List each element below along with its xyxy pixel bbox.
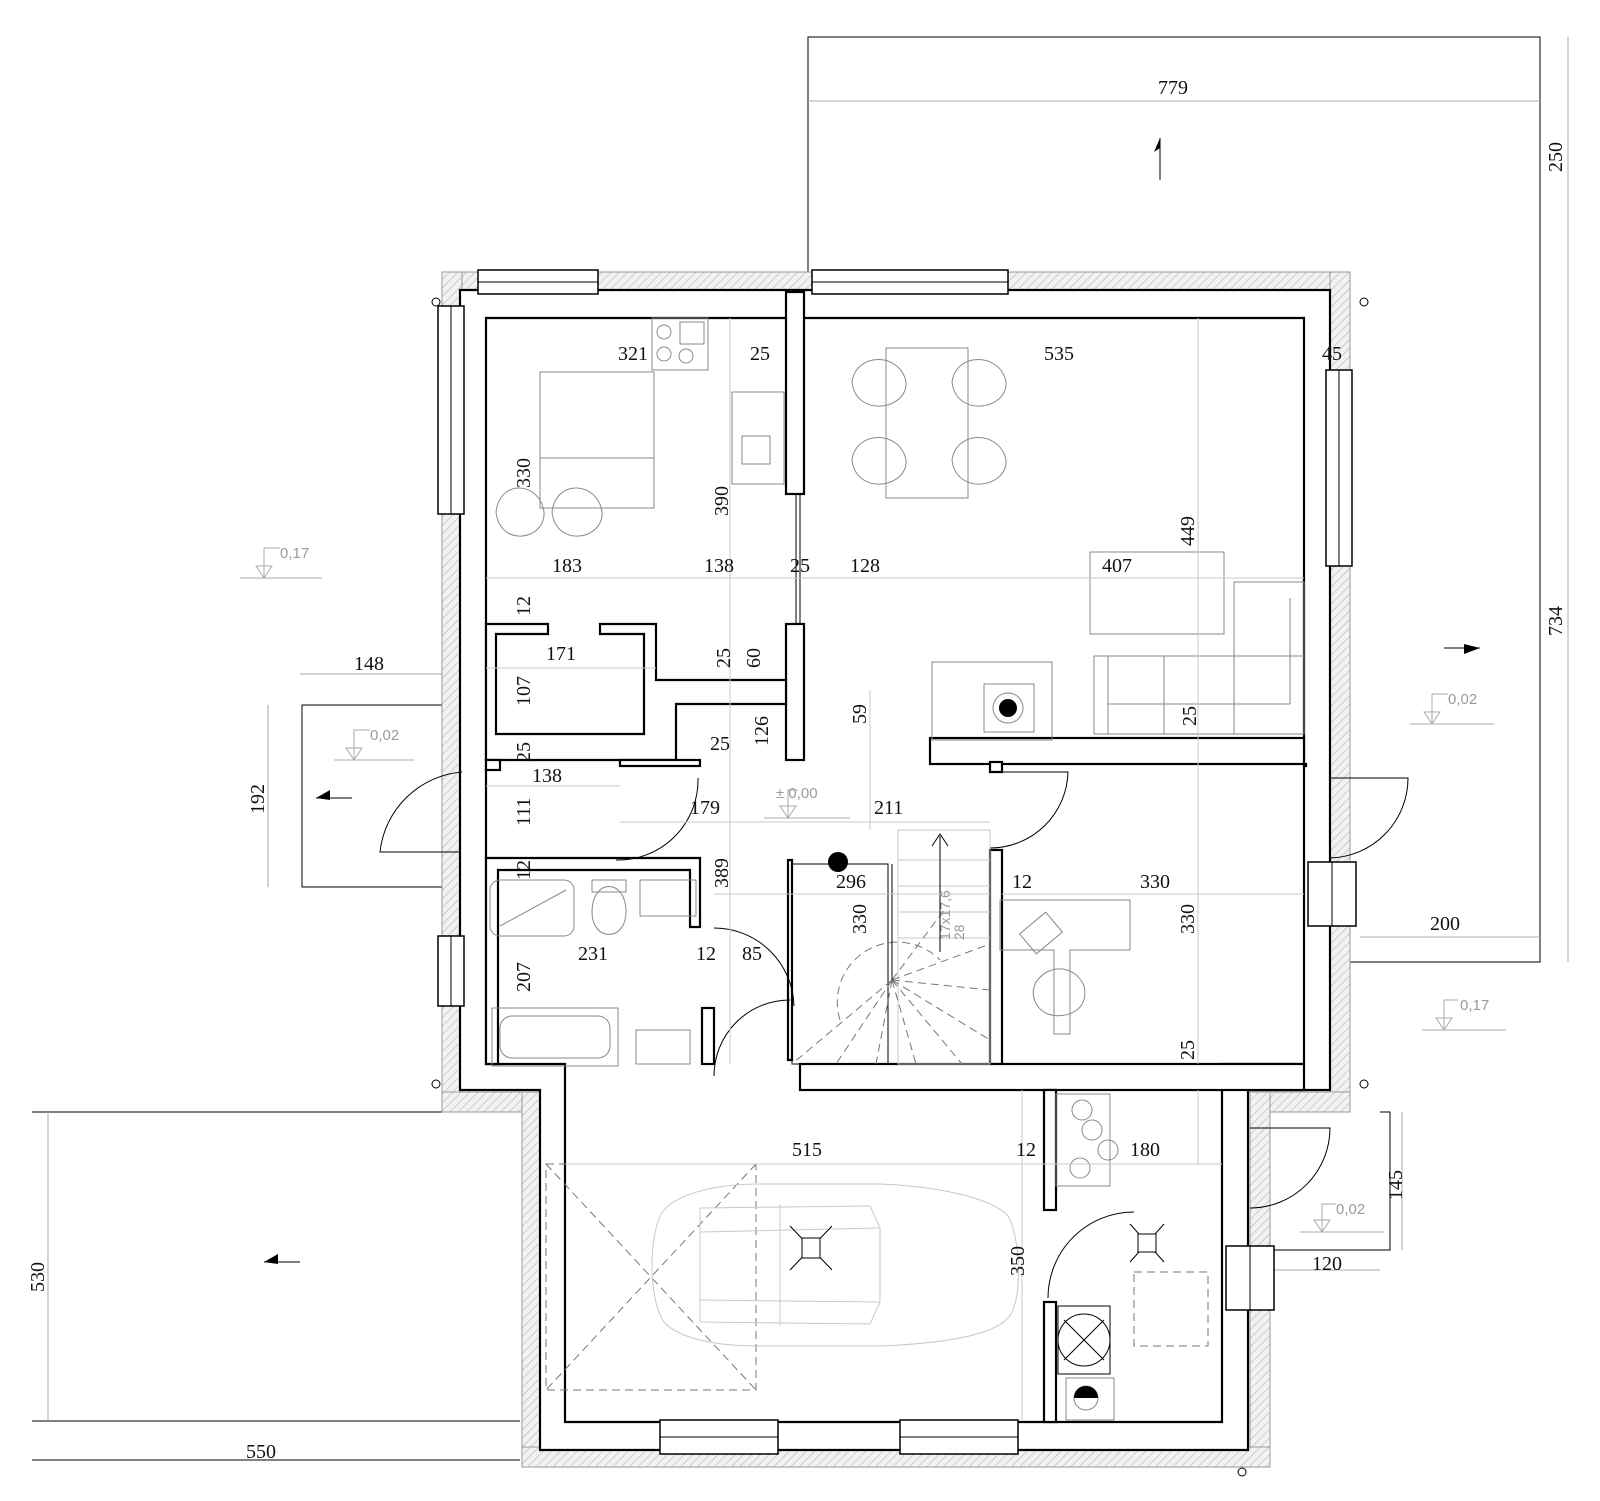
washbasin-icon [635, 1029, 691, 1065]
dimension: 25 [750, 343, 770, 365]
dimension: 128 [850, 555, 880, 577]
dimension: 734 [1545, 606, 1567, 636]
dimension: 25 [713, 648, 735, 668]
dimension: 12 [513, 860, 535, 880]
level-marker: 0,17 [240, 545, 322, 579]
dimension: 183 [552, 555, 582, 577]
level-markers: 0,17 0,02 ± 0,00 0,02 0,17 [240, 545, 1506, 1233]
dimension: 515 [792, 1139, 822, 1161]
dimension: 321 [618, 343, 648, 365]
dimension: 180 [1130, 1139, 1160, 1161]
dimension: 12 [1012, 871, 1032, 893]
level-marker: 0,17 [1422, 997, 1506, 1031]
chair-icon [851, 359, 907, 407]
staircase: 17x17,6 28 [791, 829, 991, 1065]
dimension: 407 [1102, 555, 1132, 577]
dimension: 145 [1385, 1170, 1407, 1200]
dimension: 231 [578, 943, 608, 965]
windows [437, 269, 1357, 1455]
car-icon [651, 1183, 1020, 1347]
walls [458, 288, 1332, 1452]
office-chair-icon [1032, 968, 1086, 1017]
dimension: 138 [532, 765, 562, 787]
terrace-outlines [32, 36, 1569, 1461]
level-value: ± 0,00 [776, 785, 818, 802]
dimension: 779 [1158, 77, 1188, 99]
dimension: 12 [696, 943, 716, 965]
dimension: 250 [1545, 142, 1567, 172]
dimension: 192 [247, 784, 269, 814]
dimension: 138 [704, 555, 734, 577]
dimension: 390 [711, 486, 733, 516]
dimension: 25 [1179, 706, 1201, 726]
dimension: 535 [1044, 343, 1074, 365]
dimension: 120 [1312, 1253, 1342, 1275]
coffee-table [1089, 551, 1225, 635]
dimension: 59 [849, 704, 871, 724]
dimension: 107 [513, 676, 535, 706]
level-marker: 0,02 [1300, 1201, 1384, 1233]
dimension: 330 [1140, 871, 1170, 893]
dimension: 350 [1007, 1246, 1029, 1276]
dimension: 25 [790, 555, 810, 577]
level-marker: 0,02 [1410, 691, 1494, 725]
dimension: 530 [27, 1262, 49, 1292]
dimension: 449 [1177, 516, 1199, 546]
bathtub-icon [491, 1007, 619, 1067]
dimension: 25 [1177, 1040, 1199, 1060]
level-value: 0,02 [370, 727, 399, 744]
dimension: 207 [513, 962, 535, 992]
level-value: 0,17 [280, 545, 309, 562]
dimension: 126 [751, 716, 773, 746]
furniture [489, 317, 1305, 1421]
dimension-labels: 779 250 734 200 145 120 550 530 148 192 … [27, 77, 1567, 1463]
washing-machine-icon [1065, 1377, 1115, 1421]
sink-icon [679, 321, 705, 345]
level-value: 0,02 [1448, 691, 1477, 708]
dimension: 330 [513, 458, 535, 488]
dimension: 85 [742, 943, 762, 965]
level-value: 0,17 [1460, 997, 1489, 1014]
fireplace [931, 661, 1053, 741]
level-marker: 0,02 [334, 727, 414, 761]
dimension: 25 [710, 733, 730, 755]
stair-label-risers: 17x17,6 [937, 890, 953, 940]
dimension: 12 [513, 596, 535, 616]
dimension: 45 [1322, 343, 1342, 365]
dimension: 25 [513, 742, 535, 762]
floor-drain-icon [789, 1223, 1165, 1271]
stair-label-tread: 28 [951, 924, 967, 940]
level-marker: ± 0,00 [764, 785, 850, 819]
toilet-icon [591, 886, 627, 935]
dimension: 171 [546, 643, 576, 665]
dimension: 200 [1430, 913, 1460, 935]
dimension: 179 [690, 797, 720, 819]
dimension: 389 [711, 858, 733, 888]
stove-icon [731, 391, 785, 485]
direction-arrows [264, 138, 1480, 1264]
stair-start-marker [828, 852, 848, 872]
dimension: 550 [246, 1441, 276, 1463]
helper-lines [486, 318, 1304, 1420]
dimension: 330 [849, 904, 871, 934]
dimension: 60 [743, 648, 765, 668]
dimension: 111 [513, 797, 535, 826]
dimension: 330 [1177, 904, 1199, 934]
level-value: 0,02 [1336, 1201, 1365, 1218]
dimension: 296 [836, 871, 866, 893]
dimension: 211 [874, 797, 903, 819]
corner-markers [431, 297, 1369, 1477]
dimension: 148 [354, 653, 384, 675]
dimension: 12 [1016, 1139, 1036, 1161]
